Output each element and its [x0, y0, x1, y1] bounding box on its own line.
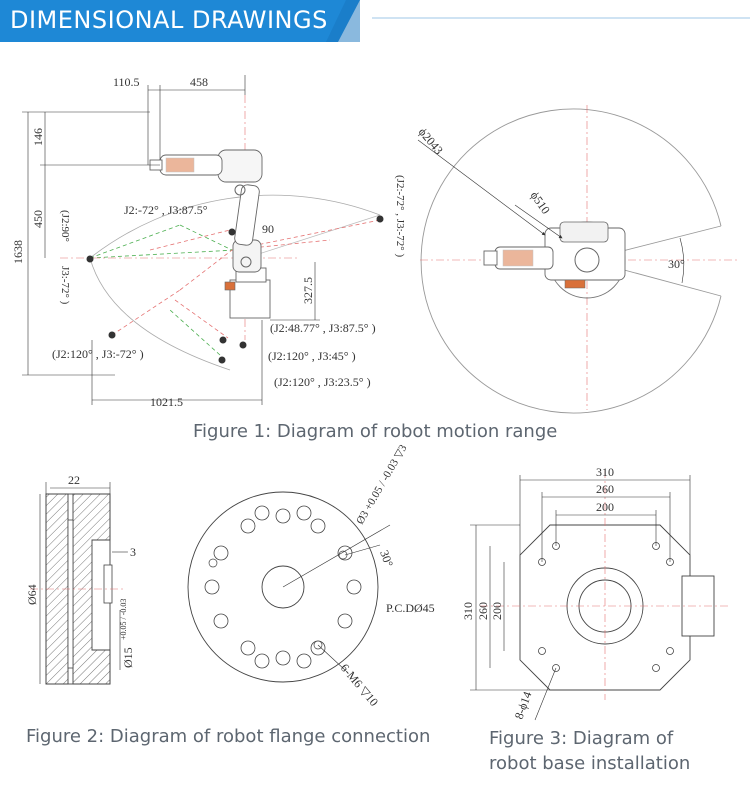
fig2-dim-15: Ø15: [121, 647, 135, 668]
fig1-dim-450: 450: [31, 210, 45, 228]
fig2-dim-15-tol: +0.05 / -0.03: [119, 599, 128, 640]
fig3-caption: Figure 3: Diagram of robot base installa…: [489, 728, 691, 774]
fig3-dim-h200: 200: [490, 602, 504, 620]
fig2-pcd-label: P.C.DØ45: [386, 601, 435, 615]
fig1-top-d510: ϕ510: [528, 189, 553, 217]
fig1-top-angle: 30°: [668, 257, 685, 271]
fig2-caption: Figure 2: Diagram of robot flange connec…: [26, 726, 431, 747]
fig1-caption: Figure 1: Diagram of robot motion range: [193, 421, 558, 442]
fig2-flange-front: Ø3 +0.05 / -0.03 ▽3 30° P.C.DØ45 6-M6 ▽1…: [187, 442, 435, 709]
fig1-dim-1021: 1021.5: [150, 395, 183, 409]
fig1-label-j2-120-235: (J2:120° , J3:23.5° ): [274, 375, 371, 389]
fig1-label-j2-72-j3-m72: (J2:-72° , J3:-72° ): [394, 175, 406, 257]
page-title: DIMENSIONAL DRAWINGS: [10, 6, 328, 34]
fig1-label-j2-90: (J2:90°: [59, 210, 71, 242]
fig1-label-j3-m72: J3:-72° ): [59, 266, 71, 305]
fig1-dim-146: 146: [31, 128, 45, 146]
fig1-label-j2-4877: (J2:48.77° , J3:87.5° ): [270, 321, 376, 335]
fig3-dim-h260: 260: [476, 602, 490, 620]
fig1-label-j2-120-45: (J2:120° , J3:45° ): [268, 349, 356, 363]
fig3-dim-w310: 310: [596, 465, 614, 479]
fig1-dim-110: 110.5: [113, 75, 140, 89]
fig2-thread-label: 6-M6 ▽10: [338, 661, 381, 709]
fig2-angle-label: 30°: [377, 548, 396, 569]
fig3-dim-w260: 260: [596, 482, 614, 496]
fig1-label-j2-120-m72: (J2:120° , J3:-72° ): [52, 347, 144, 361]
fig3-dim-w200: 200: [596, 500, 614, 514]
fig3-base: 310 260 200 310 260 200 8-ϕ14: [461, 465, 730, 721]
banner-shape: [0, 0, 360, 42]
fig3-holes-label: 8-ϕ14: [512, 690, 535, 721]
fig2-flange-section: 22 3 Ø64 Ø15 +0.05 / -0.03: [25, 473, 136, 685]
fig2-dim-22: 22: [68, 473, 80, 487]
fig2-hole-label: Ø3 +0.05 / -0.03 ▽3: [354, 442, 410, 526]
banner-divider: [372, 17, 750, 19]
fig1-dim-327: 327.5: [301, 277, 315, 304]
fig2-dim-3: 3: [130, 545, 136, 559]
fig1-top-d2043: ϕ2043: [416, 125, 446, 157]
fig1-top-view: ϕ2043 ϕ510 30°: [416, 105, 740, 414]
fig1-dim-458: 458: [190, 75, 208, 89]
fig1-label-j2-72-j3-875: J2:-72° , J3:87.5°: [124, 203, 208, 217]
fig1-dim-1638: 1638: [11, 240, 25, 264]
fig1-dim-90: 90: [262, 222, 274, 236]
fig2-dim-64: Ø64: [25, 584, 39, 605]
fig3-dim-h310: 310: [461, 602, 475, 620]
fig1-side-view: 110.5 458 146 450 1638 327.5 1021.5 90 J…: [11, 75, 406, 409]
